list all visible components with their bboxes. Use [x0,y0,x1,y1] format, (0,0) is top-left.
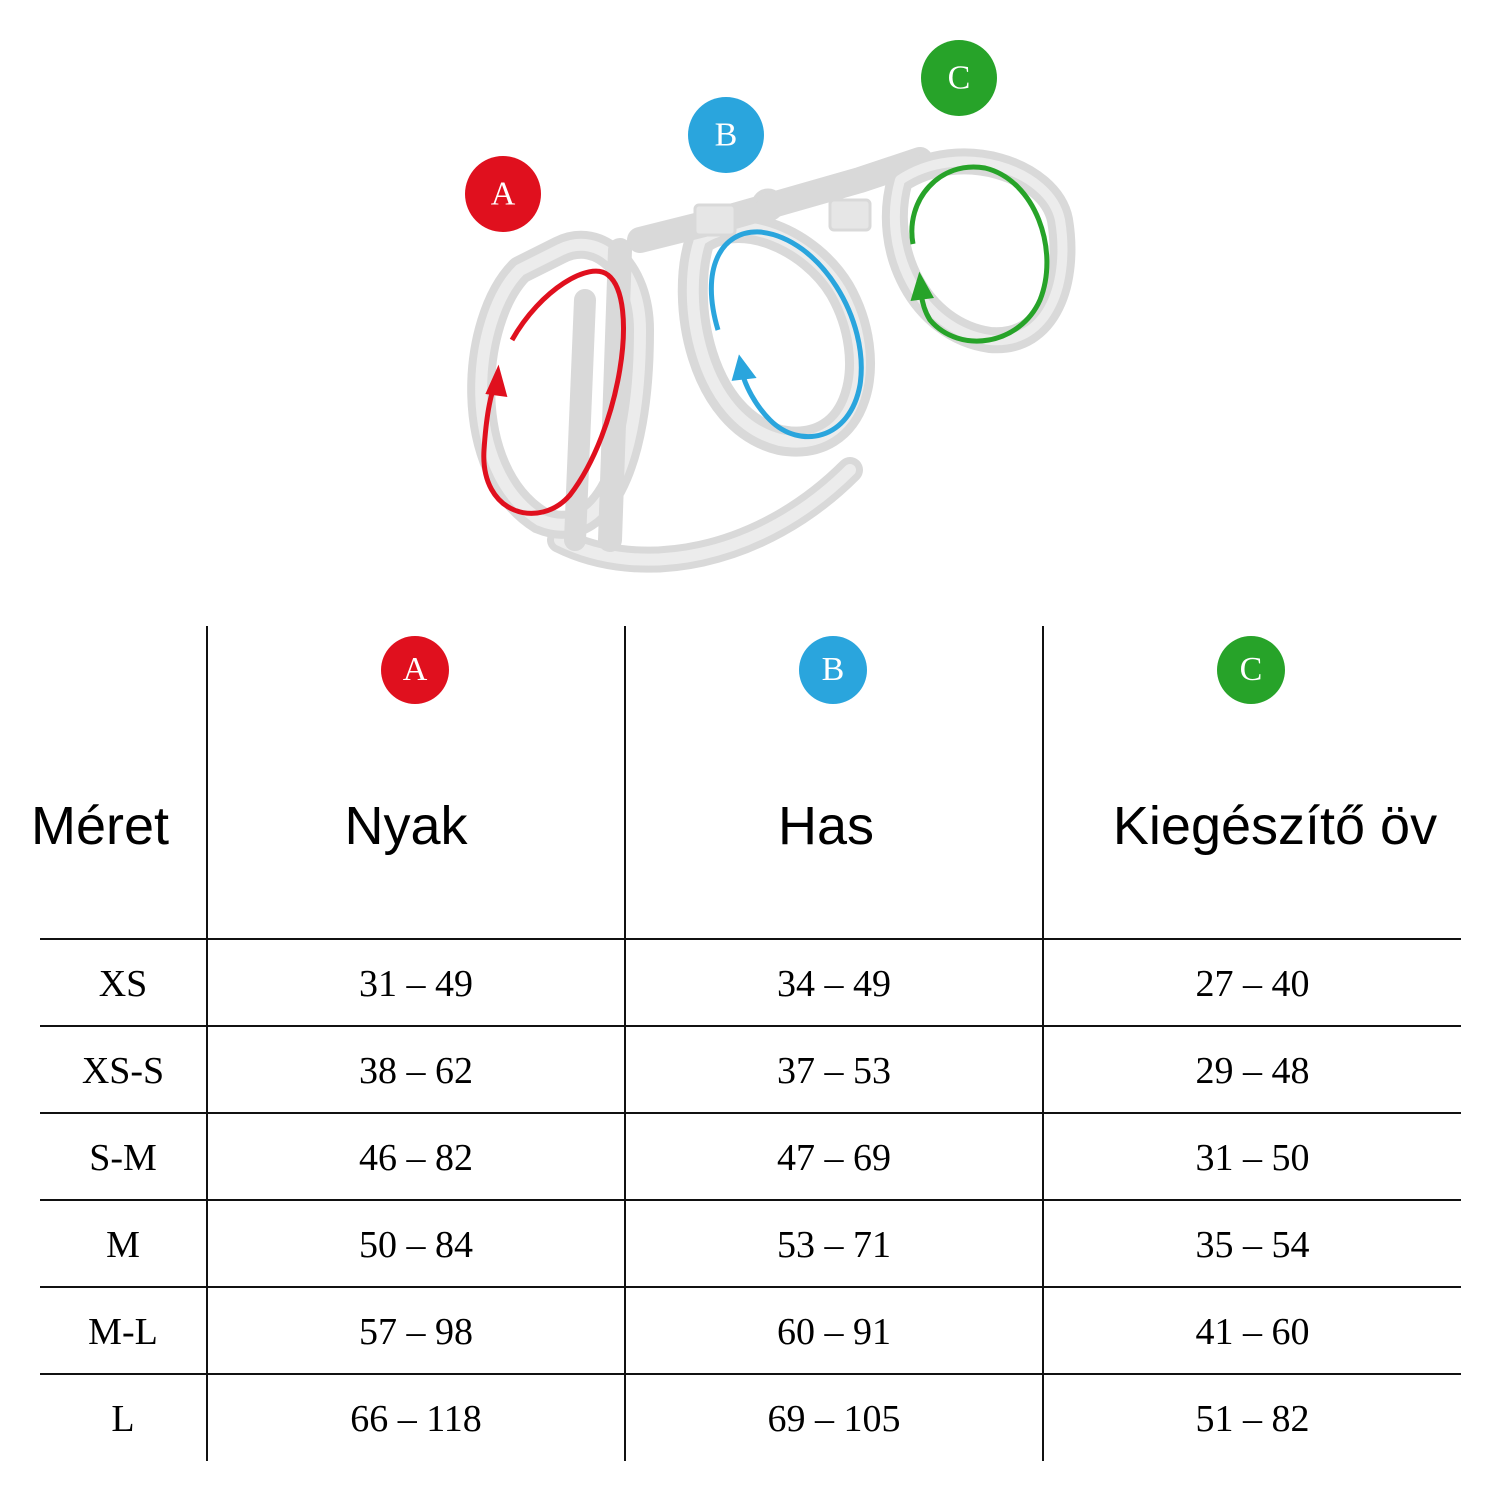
svg-text:C: C [948,60,971,97]
badge-a: A [381,636,449,704]
badge-c-top: C [921,40,997,116]
measurement-loop-a [481,268,626,516]
size-cell: XS [98,963,148,1005]
extra-belt-cell: 27 – 40 [1195,963,1310,1005]
svg-text:A: A [491,176,516,213]
grid-hline [40,1286,1461,1288]
neck-cell: 50 – 84 [359,1224,473,1266]
extra-belt-cell: 35 – 54 [1195,1224,1310,1266]
measurement-loop-b [708,229,864,440]
harness-illustration: A B C [465,40,1076,573]
neck-cell: 57 – 98 [359,1311,473,1353]
extra-belt-cell: 51 – 82 [1195,1398,1310,1440]
grid-hline [40,1025,1461,1027]
column-header-nyak: Nyak [344,796,468,856]
grid-hline [40,1199,1461,1201]
size-cell: M [106,1224,140,1266]
measurement-loop-c [909,164,1050,344]
belly-cell: 34 – 49 [777,963,891,1005]
badge-b: B [799,636,867,704]
size-header: Méret [30,796,170,856]
grid-vline [206,626,208,1461]
neck-cell: 38 – 62 [359,1050,473,1092]
belly-cell: 60 – 91 [777,1311,891,1353]
grid-hline [40,938,1461,940]
belly-cell: 69 – 105 [767,1398,901,1440]
neck-cell: 66 – 118 [350,1398,482,1440]
badge-b-top: B [688,97,764,173]
column-header-kiegeszito-ov: Kiegészítő öv [1112,796,1438,856]
neck-cell: 31 – 49 [359,963,473,1005]
size-cell: S-M [89,1137,157,1179]
grid-hline [40,1373,1461,1375]
grid-vline [1042,626,1044,1461]
grid-vline [624,626,626,1461]
extra-belt-cell: 31 – 50 [1195,1137,1310,1179]
grid-hline [40,1112,1461,1114]
belly-cell: 53 – 71 [777,1224,891,1266]
extra-belt-cell: 29 – 48 [1195,1050,1310,1092]
belly-cell: 47 – 69 [777,1137,891,1179]
badge-c: C [1217,636,1285,704]
extra-belt-cell: 41 – 60 [1195,1311,1310,1353]
size-cell: M-L [88,1311,158,1353]
size-cell: L [111,1398,135,1440]
size-cell: XS-S [81,1050,165,1092]
neck-cell: 46 – 82 [359,1137,473,1179]
svg-text:B: B [715,117,738,154]
belly-cell: 37 – 53 [777,1050,891,1092]
badge-a-top: A [465,156,541,232]
column-header-has: Has [777,796,875,856]
